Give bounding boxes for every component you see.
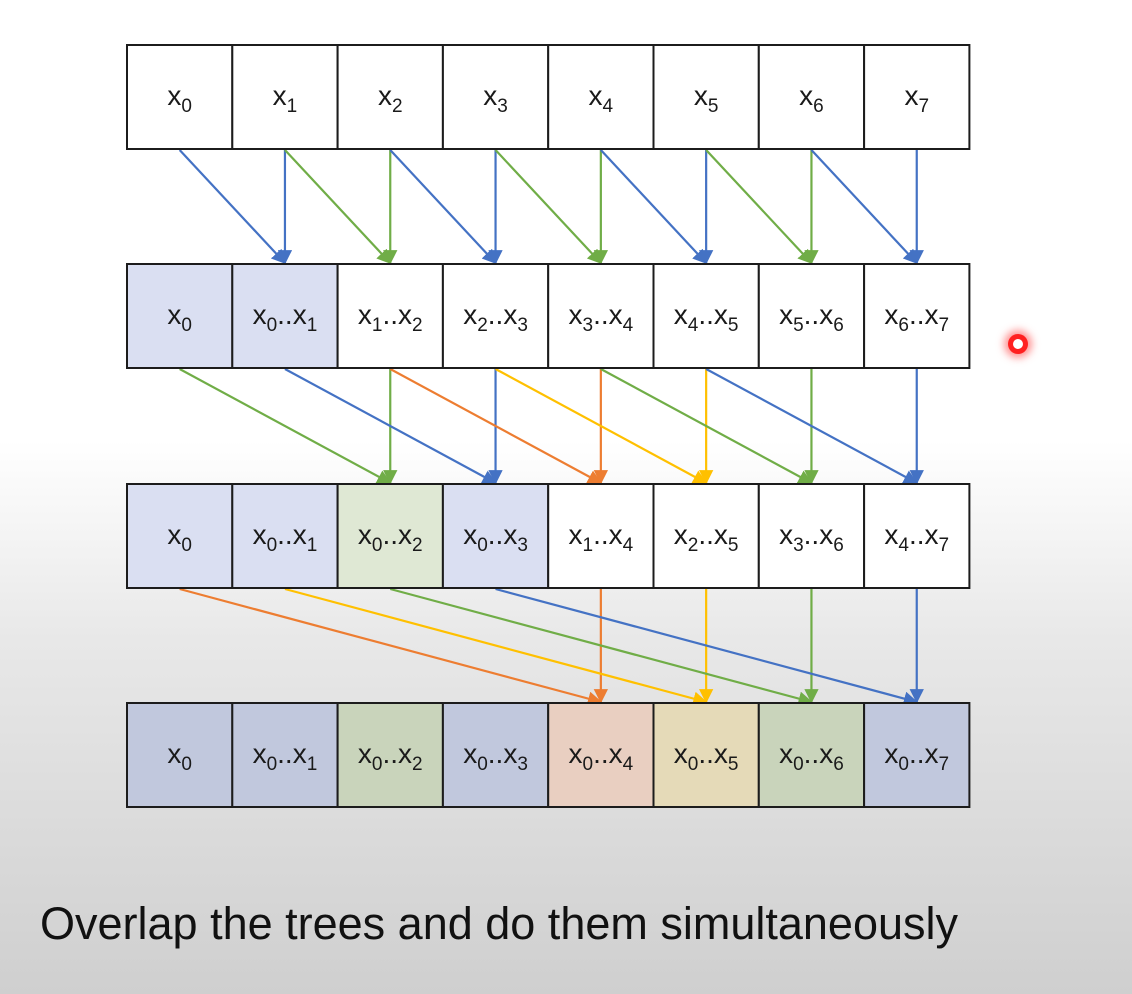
arrow-yellow-r1-c3-to-c5	[495, 368, 708, 484]
cell-label: x0​..x5​	[674, 738, 739, 775]
cell-box	[336, 263, 444, 369]
cell-box	[652, 263, 760, 369]
arrow-orange-r2-c0-to-c4	[179, 587, 603, 706]
array-row-0: x0​ x1​ x2​ x3​ x4​ x5​ x6​ x7​	[126, 44, 971, 150]
arrow-green-r1-c4-to-c6	[600, 368, 813, 484]
arrow-green-r2-c2-to-c6	[389, 587, 813, 706]
cell-label: x4​..x7​	[884, 519, 949, 556]
cell-box	[126, 702, 234, 808]
arrow-blue-r0-c4-to-c5	[600, 149, 708, 265]
cell-box	[231, 702, 339, 808]
cell-label: x3​	[483, 80, 508, 117]
cell-box	[863, 702, 971, 808]
arrow-green-r0-c3-to-c4	[494, 149, 602, 265]
cell-label: x2​	[378, 80, 403, 117]
arrow-blue-r1-c5-to-c7	[705, 368, 919, 484]
cell-label: x5​..x6​	[779, 299, 844, 336]
cell-box	[863, 44, 971, 150]
cell-box	[652, 702, 760, 808]
cell-box	[231, 263, 339, 369]
cell-box	[863, 263, 971, 369]
cell-label: x0​	[167, 80, 192, 117]
cell-box	[441, 44, 550, 150]
cell-box	[441, 702, 550, 808]
cell-label: x1​..x4​	[568, 519, 633, 556]
cell-label: x0​	[167, 519, 192, 556]
arrow-blue-r2-c3-to-c7	[495, 587, 919, 706]
cell-label: x4​	[589, 80, 614, 117]
cell-label: x6​	[799, 80, 824, 117]
scan-diagram: x0​ x1​ x2​ x3​ x4​ x5​ x6​ x7​ x0​ x0​..x1​ x1​..…	[126, 44, 971, 808]
array-row-3: x0​ x0​..x1​ x0​..x2​ x0​..x3​ x0​..x4​ x0​..…	[126, 702, 971, 808]
cell-label: x0​..x7​	[884, 738, 949, 775]
array-row-2: x0​ x0​..x1​ x0​..x2​ x0​..x3​ x1​..x4​ x2​..…	[126, 483, 971, 589]
cell-label: x7​	[904, 80, 929, 117]
cell-box	[547, 263, 655, 369]
cell-label: x3​..x6​	[779, 519, 844, 556]
cell-box	[126, 483, 234, 589]
cell-box	[863, 483, 971, 589]
cell-label: x0​..x6​	[779, 738, 844, 775]
cell-box	[441, 483, 550, 589]
cell-label: x4​..x5​	[674, 299, 739, 336]
cell-label: x0​	[167, 299, 192, 336]
cell-label: x2​..x3​	[463, 299, 528, 336]
caption-text: Overlap the trees and do them simultaneo…	[40, 898, 958, 949]
arrow-blue-r0-c6-to-c7	[810, 149, 918, 265]
cell-box	[757, 263, 866, 369]
arrow-orange-r1-c2-to-c4	[389, 368, 603, 484]
cell-box	[231, 44, 339, 150]
cell-box	[126, 44, 234, 150]
cell-label: x0​..x4​	[568, 738, 633, 775]
cell-label: x0​..x3​	[463, 738, 528, 775]
cell-box	[336, 702, 444, 808]
arrow-green-r0-c1-to-c2	[284, 149, 392, 265]
arrow-blue-r1-c1-to-c3	[284, 368, 497, 484]
cell-box	[336, 44, 444, 150]
cell-label: x0​..x3​	[463, 519, 528, 556]
cells-layer: x0​ x1​ x2​ x3​ x4​ x5​ x6​ x7​ x0​ x0​..x1​ x1​..…	[126, 44, 971, 808]
cell-label: x5​	[694, 80, 719, 117]
arrow-green-r0-c5-to-c6	[705, 149, 813, 265]
cell-box	[757, 483, 866, 589]
cell-label: x3​..x4​	[568, 299, 633, 336]
laser-pointer-icon	[1008, 334, 1028, 354]
cell-label: x0​..x1​	[253, 299, 318, 336]
cell-box	[126, 263, 234, 369]
cell-box	[547, 44, 655, 150]
cell-box	[652, 483, 760, 589]
cell-label: x1​	[273, 80, 298, 117]
cell-box	[757, 702, 866, 808]
arrow-green-r1-c0-to-c2	[179, 368, 392, 484]
cell-label: x0​	[167, 738, 192, 775]
cell-label: x1​..x2​	[358, 299, 423, 336]
cell-label: x0​..x1​	[253, 738, 318, 775]
cell-box	[652, 44, 760, 150]
cell-label: x6​..x7​	[884, 299, 949, 336]
cell-label: x2​..x5​	[674, 519, 739, 556]
cell-label: x0​..x1​	[253, 519, 318, 556]
cell-label: x0​..x2​	[358, 738, 423, 775]
arrows-layer	[178, 149, 924, 706]
array-row-1: x0​ x0​..x1​ x1​..x2​ x2​..x3​ x3​..x4​ x4​..…	[126, 263, 971, 369]
cell-box	[231, 483, 339, 589]
arrow-yellow-r2-c1-to-c5	[284, 587, 708, 706]
cell-label: x0​..x2​	[358, 519, 423, 556]
arrow-blue-r0-c2-to-c3	[389, 149, 497, 265]
cell-box	[757, 44, 866, 150]
arrow-blue-r0-c0-to-c1	[178, 149, 286, 265]
